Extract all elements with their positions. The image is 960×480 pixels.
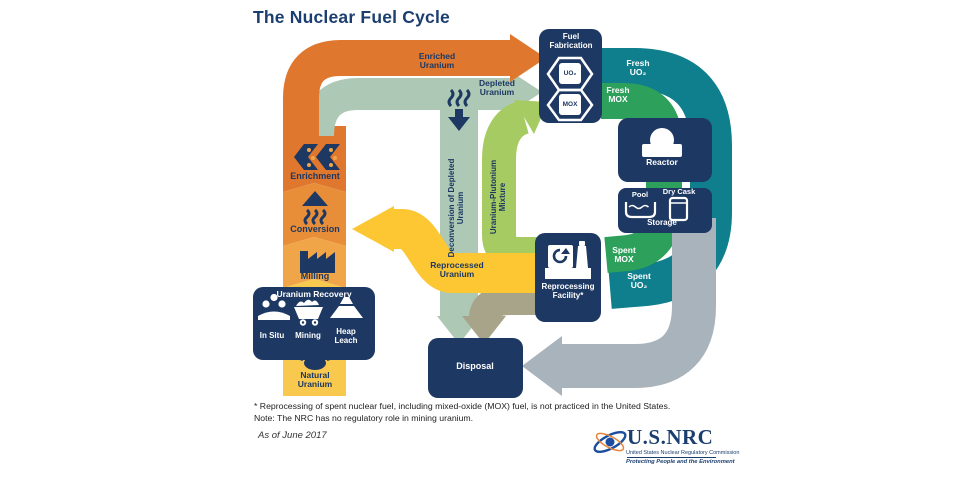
reprocessed-uranium-band [392,209,538,293]
reprocessing-label: Reprocessing Facility* [541,282,595,300]
reactor-label: Reactor [646,157,678,167]
reactor-icon [642,128,682,157]
enriched-uranium-band [283,40,512,154]
mining-label: Mining [295,331,321,340]
spent-mox-label: Spent MOX [612,245,636,265]
disposal-box [428,338,523,398]
storage-box [618,188,712,233]
dry-cask-label: Dry Cask [662,187,696,196]
reprocessing-facility-icon [545,241,591,279]
nrc-logo-caption: United States Nuclear Regulatory Commiss… [626,450,740,456]
pool-icon [624,202,657,219]
uranium-recovery-label: Uranium Recovery [276,289,352,299]
page-title: The Nuclear Fuel Cycle [253,7,450,27]
natural-uranium-label: Natural Uranium [297,370,333,390]
fresh-uo2-label: Fresh UO₂ [626,58,650,78]
fresh-mox-label: Fresh MOX [606,85,630,105]
spent-uo2-label: Spent UO₂ [627,271,651,291]
as-of-date: As of June 2017 [258,430,327,441]
disposal-label: Disposal [456,361,494,371]
reprocessed-uranium-arrowhead [352,206,394,252]
mox-pellet-icon [546,88,594,122]
dry-cask-icon [668,196,689,222]
in-situ-icon [258,293,290,320]
reprocessing-waste-band [469,285,548,320]
spent-fuel-disposal-arrowhead [522,336,562,396]
conversion-icon [302,191,328,226]
reprocessing-waste-arrowhead [462,316,506,344]
mining-icon [294,299,323,326]
mox-pellet-label: MOX [562,101,578,108]
depleted-uranium-label: Depleted Uranium [479,78,515,98]
deconversion-icon [447,88,471,131]
milling-label: Milling [300,271,330,281]
uranium-plutonium-label: Uranium-Plutonium Mixture [489,159,507,235]
deconversion-label: Deconversion of Depleted Uranium [447,158,465,258]
heap-leach-label: Heap Leach [334,327,358,345]
footnote-nrc-role: Note: The NRC has no regulatory role in … [254,413,474,423]
nrc-logo-tagline: Protecting People and the Environment [626,459,735,465]
natural-uranium-icon [296,348,334,370]
depleted-uranium-band [302,78,512,137]
uo2-pellet-label: UO₂ [563,70,577,77]
milling-icon [300,251,335,273]
nrc-atom-icon [593,430,627,454]
conversion-label: Conversion [290,224,340,234]
heap-leach-icon [330,297,363,318]
enrichment-label: Enrichment [290,171,340,181]
nrc-logo-name: U.S.NRC [627,425,714,449]
enriched-uranium-label: Enriched Uranium [418,51,456,71]
fuel-fabrication-label: Fuel Fabrication [549,32,593,50]
in-situ-label: In Situ [259,331,285,340]
spent-fuel-disposal-band [560,218,716,388]
pool-label: Pool [631,190,649,199]
reprocessed-uranium-label: Reprocessed Uranium [430,260,484,280]
footnote-reprocessing: * Reprocessing of spent nuclear fuel, in… [254,401,671,411]
enriched-uranium-arrowhead [510,34,546,82]
storage-label: Storage [647,218,677,227]
enrichment-icon [294,144,340,170]
